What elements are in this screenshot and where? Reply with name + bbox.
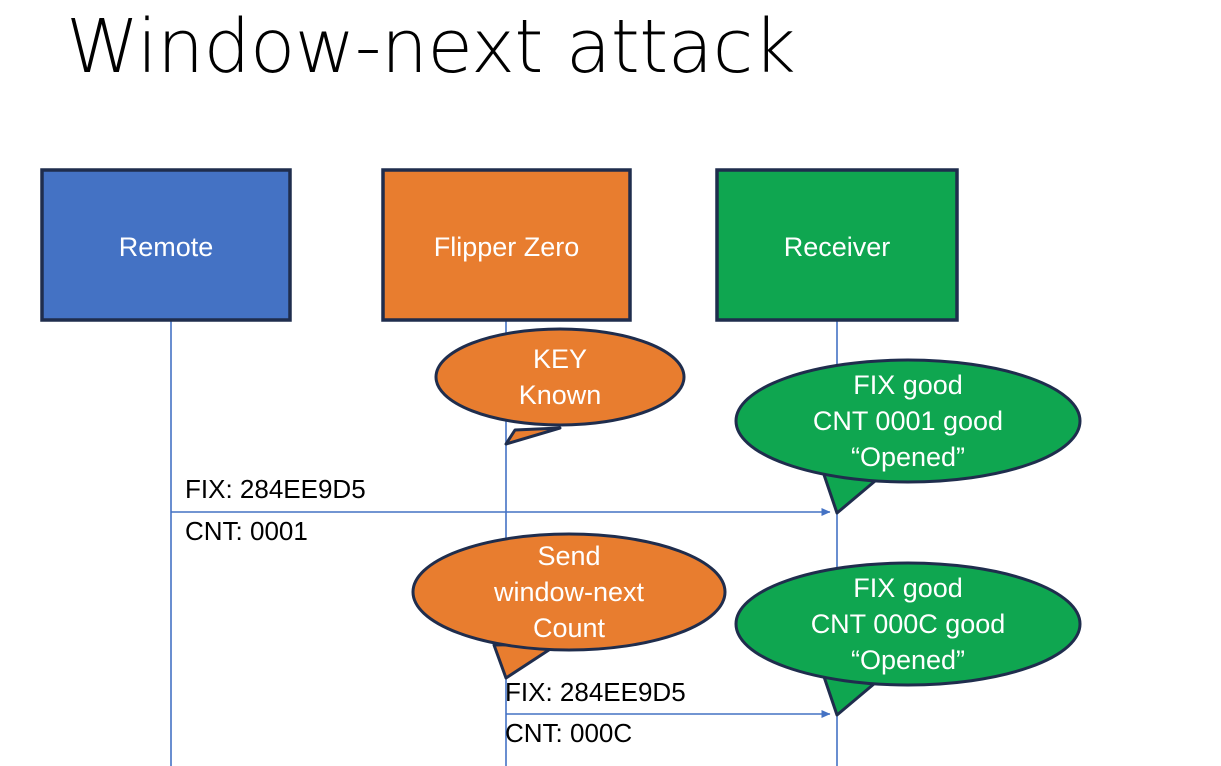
- callout-text-verdict-1: FIX good CNT 0001 good “Opened”: [736, 367, 1080, 475]
- callout-receiver-verdict-1[interactable]: [734, 358, 1082, 515]
- actor-box-flipper[interactable]: [381, 168, 632, 322]
- callout-text-verdict-2: FIX good CNT 000C good “Opened”: [736, 570, 1080, 678]
- callout-line: FIX good: [853, 573, 963, 603]
- callout-line: Count: [532, 613, 606, 643]
- callout-body-verdict-1: [734, 358, 1082, 484]
- callout-line: KEY: [532, 344, 588, 374]
- callout-receiver-verdict-2[interactable]: [734, 561, 1082, 717]
- callout-text-key-known: KEY Known: [436, 341, 684, 413]
- callout-line: Known: [518, 380, 602, 410]
- callout-body-send-window-next: [411, 532, 727, 652]
- message-1-fix-label: FIX: 284EE9D5: [185, 474, 366, 504]
- callout-line: CNT 000C good: [810, 609, 1006, 639]
- message-2-cnt-label: CNT: 000C: [505, 718, 633, 748]
- callout-line: Send: [537, 541, 601, 571]
- message-1-cnt-label: CNT: 0001: [185, 516, 308, 546]
- callout-body-verdict-2: [734, 561, 1082, 687]
- callout-text-send-window-next: Send window-next Count: [413, 538, 725, 646]
- callout-key-known[interactable]: [434, 327, 686, 446]
- page-title: Window-next attack: [66, 4, 796, 90]
- callout-line: window-next: [493, 577, 645, 607]
- actor-label-remote: Remote: [118, 232, 214, 262]
- actor-box-remote[interactable]: [40, 168, 292, 322]
- callout-line: “Opened”: [850, 442, 966, 472]
- callout-body-key-known: [434, 327, 686, 427]
- actor-box-receiver[interactable]: [715, 168, 959, 322]
- callout-tail-key-known: [504, 426, 562, 446]
- message-2-fix-label: FIX: 284EE9D5: [505, 677, 686, 707]
- callout-line: CNT 0001 good: [812, 406, 1004, 436]
- callout-line: FIX good: [853, 370, 963, 400]
- actor-label-receiver: Receiver: [783, 232, 891, 262]
- actor-label-flipper: Flipper Zero: [433, 232, 580, 262]
- callout-line: “Opened”: [850, 645, 966, 675]
- callout-send-window-next[interactable]: [411, 532, 727, 680]
